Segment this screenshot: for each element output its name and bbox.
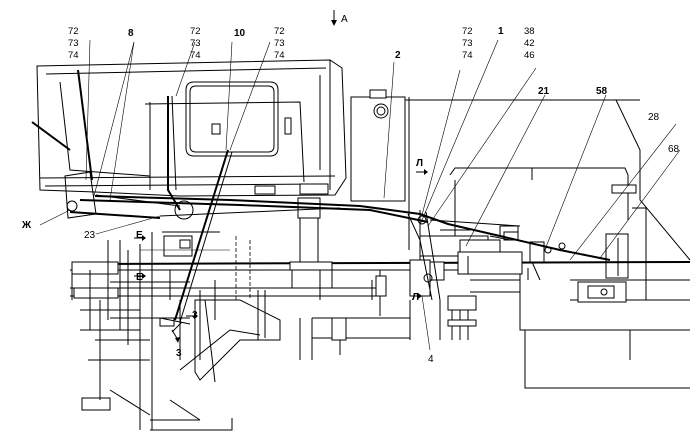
callout-46: 46 [524,50,535,61]
units [409,219,545,297]
section-mark-l-upper: Л [416,158,423,169]
callout-72-d: 72 [462,26,473,37]
callout-21: 21 [538,86,550,97]
callout-74-a: 74 [68,50,79,61]
cab-body [36,59,347,197]
view-a-label: А [341,14,348,25]
callout-73-a: 73 [68,38,79,49]
section-arrows [134,10,428,343]
callout-42: 42 [524,38,535,49]
section-mark-e-lower: Е [136,272,143,283]
callout-labels: А 72 73 74 8 72 73 74 10 72 73 74 2 72 7… [21,14,680,365]
fuel-tank [350,89,640,250]
callout-74-c: 74 [274,50,285,61]
section-mark-l-lower: Л [412,292,419,303]
callout-72-c: 72 [274,26,285,37]
section-mark-zh: Ж [21,220,32,231]
cable-bundle [39,39,681,351]
callout-4: 4 [428,354,434,365]
callout-23: 23 [84,230,96,241]
callout-3-lower: 3 [176,348,182,359]
callout-3-upper: 3 [192,310,198,321]
callout-10: 10 [234,28,246,39]
callout-8: 8 [128,28,134,39]
callout-74-d: 74 [462,50,473,61]
callout-38: 38 [524,26,535,37]
callout-2: 2 [395,50,401,61]
center-chassis [299,270,520,360]
callout-72-b: 72 [190,26,201,37]
frame [70,197,691,431]
callout-73-c: 73 [274,38,285,49]
section-mark-e-upper: Е [136,230,143,241]
engine-compartment [449,99,691,389]
callout-74-b: 74 [190,50,201,61]
callout-58: 58 [596,86,608,97]
callout-73-d: 73 [462,38,473,49]
callout-72-a: 72 [68,26,79,37]
callout-73-b: 73 [190,38,201,49]
callout-1: 1 [498,26,504,37]
callout-28: 28 [648,112,660,123]
lower-structure [109,290,281,421]
callout-68: 68 [668,144,680,155]
